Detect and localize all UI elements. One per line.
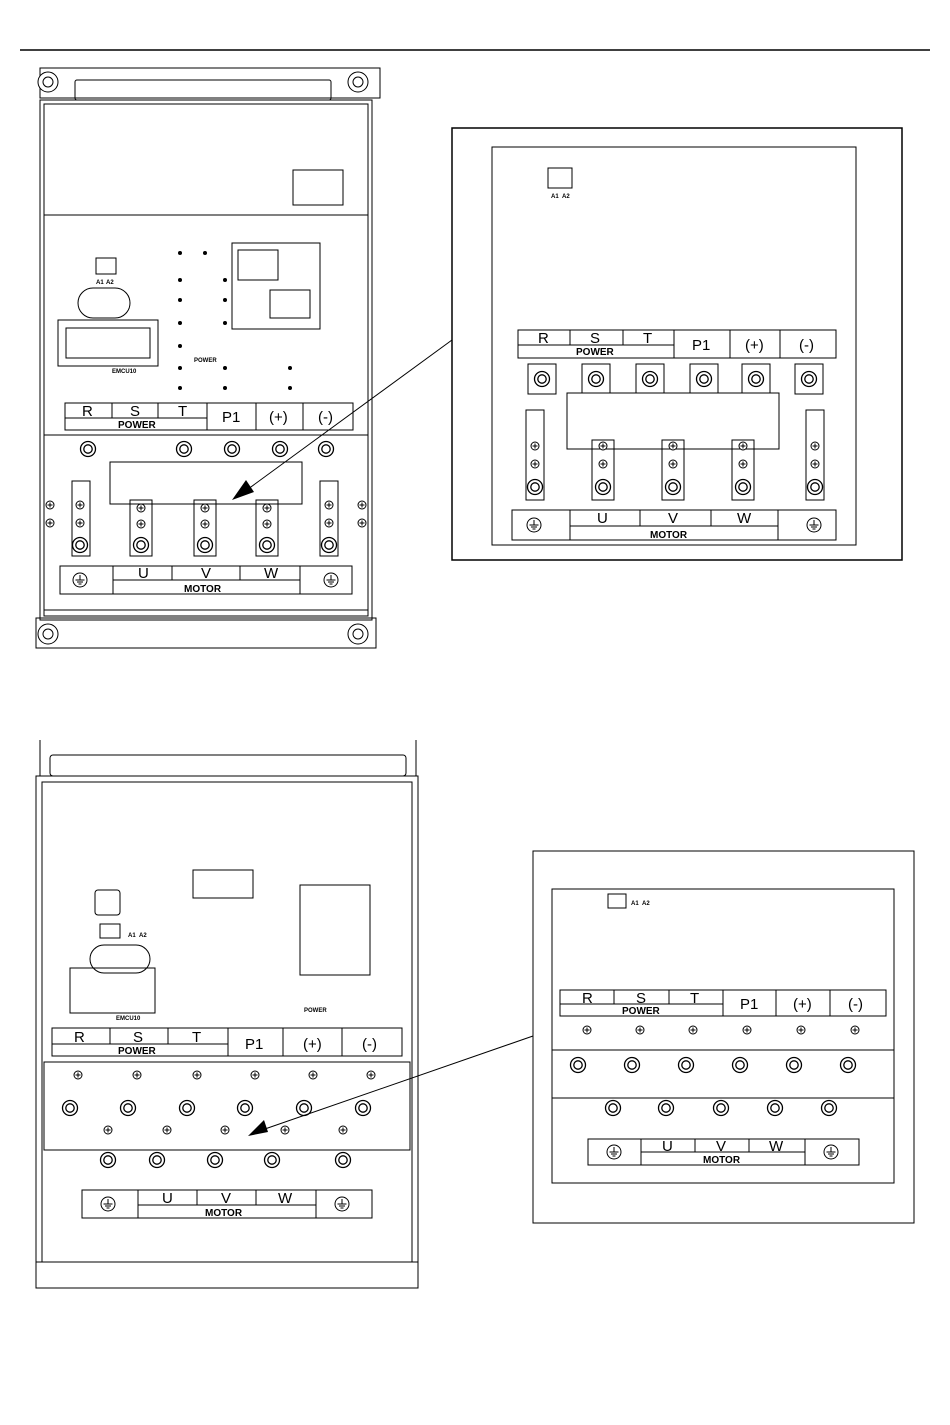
fig2-detail-label-plus: (+) — [793, 996, 812, 1013]
fig2-label-power: POWER — [118, 1046, 157, 1057]
fig2-detail-label-v: V — [716, 1138, 726, 1155]
fig1-label-w: W — [264, 565, 279, 582]
fig2-label-s: S — [133, 1029, 143, 1046]
fig1-detail-label-r: R — [538, 330, 549, 347]
fig1-screw-holes — [178, 251, 292, 390]
fig1-vent-slots — [75, 80, 331, 100]
fig2-label-plus: (+) — [303, 1036, 322, 1053]
fig2-detail-label-p1: P1 — [740, 996, 758, 1013]
fig1-label-r: R — [82, 403, 93, 420]
fig1-detail-label-w: W — [737, 510, 752, 527]
fig1-power-strip — [65, 403, 353, 430]
fig1-detail-label-plus: (+) — [745, 337, 764, 354]
fig1-jumper-a1: A1 — [96, 280, 104, 286]
fig2-detail-a1: A1 — [631, 901, 639, 907]
fig2-detail-ground-right — [824, 1145, 838, 1159]
fig1-module-label: EMCU10 — [112, 369, 137, 375]
fig1-detail-a2: A2 — [562, 194, 570, 200]
fig2-power-mark: POWER — [304, 1008, 327, 1014]
fig2-leader-arrowhead — [248, 1120, 268, 1136]
fig2-ground-left — [101, 1197, 115, 1211]
fig2-detail-bolts — [571, 1026, 860, 1116]
fig2-detail-label-power: POWER — [622, 1006, 661, 1017]
fig1-label-plus: (+) — [269, 409, 288, 426]
fig2-detail-label-s: S — [636, 990, 646, 1007]
fig1-label-t: T — [178, 403, 187, 420]
fig1-power-mark: POWER — [194, 358, 217, 364]
fig1-label-motor: MOTOR — [184, 584, 222, 595]
fig2-detail-label-t: T — [690, 990, 699, 1007]
fig1-detail-ground-left — [527, 518, 541, 532]
fig2-detail-jumper — [608, 894, 626, 908]
fig2-busbars — [63, 1071, 376, 1168]
fig1-detail-label-motor: MOTOR — [650, 530, 688, 541]
fig2-ground-right — [335, 1197, 349, 1211]
fig1-detail-label-p1: P1 — [692, 337, 710, 354]
fig1-ground-left — [73, 573, 87, 587]
fig1-ground-right — [324, 573, 338, 587]
fig1-label-minus: (-) — [318, 409, 333, 426]
fig2-label-minus: (-) — [362, 1036, 377, 1053]
fig1-label-u: U — [138, 565, 149, 582]
fig1-detail-label-s: S — [590, 330, 600, 347]
fig2-label-r: R — [74, 1029, 85, 1046]
fig2-label-w: W — [278, 1190, 293, 1207]
fig2-detail-ground-left — [607, 1145, 621, 1159]
fig1-detail-ground-right — [807, 518, 821, 532]
fig2-detail-label-motor: MOTOR — [703, 1155, 741, 1166]
fig2-detail-busbars — [552, 1050, 894, 1098]
fig1-detail-a1: A1 — [551, 194, 559, 200]
fig2-label-p1: P1 — [245, 1036, 263, 1053]
fig1-label-v: V — [201, 565, 211, 582]
fig1-detail-jumper — [548, 168, 572, 188]
fig2-label-v: V — [221, 1190, 231, 1207]
fig1-detail-label-power: POWER — [576, 347, 615, 358]
fig1-detail-label-u: U — [597, 510, 608, 527]
fig2-module-label: EMCU10 — [116, 1016, 141, 1022]
fig1-detail-power-strip — [518, 330, 836, 358]
fig2-label-u: U — [162, 1190, 173, 1207]
fig1-label-s: S — [130, 403, 140, 420]
fig1-detail-label-minus: (-) — [799, 337, 814, 354]
fig2-detail-power-strip — [560, 990, 886, 1016]
fig1-label-power: POWER — [118, 420, 157, 431]
fig2-label-motor: MOTOR — [205, 1208, 243, 1219]
fig2-power-strip — [52, 1028, 402, 1056]
fig2-detail-label-minus: (-) — [848, 996, 863, 1013]
fig1-jumper-a2: A2 — [106, 280, 114, 286]
fig2-label-t: T — [192, 1029, 201, 1046]
fig1-detail-label-t: T — [643, 330, 652, 347]
fig2-jumper-a1: A1 — [128, 933, 136, 939]
fig1-detail-frame — [452, 128, 902, 560]
fig2-detail-frame — [533, 851, 914, 1223]
fig2-detail-a2: A2 — [642, 901, 650, 907]
fig2-detail-label-u: U — [662, 1138, 673, 1155]
fig1-detail-label-v: V — [668, 510, 678, 527]
fig2-detail-label-w: W — [769, 1138, 784, 1155]
fig2-jumper-a2: A2 — [139, 933, 147, 939]
fig2-detail-label-r: R — [582, 990, 593, 1007]
fig1-label-p1: P1 — [222, 409, 240, 426]
